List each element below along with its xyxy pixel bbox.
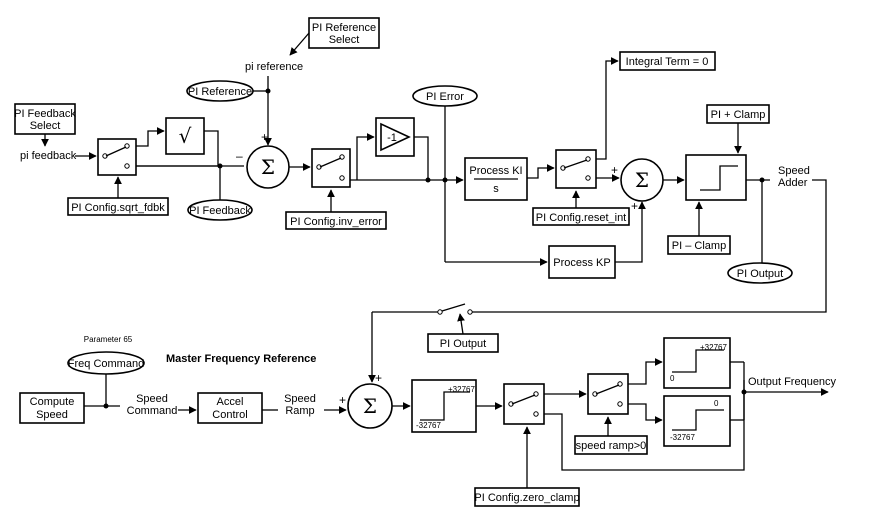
process-ki-block: Process KI s bbox=[464, 157, 528, 201]
accel-control-block: Accel Control bbox=[197, 392, 263, 424]
svg-text:PI Config.inv_error: PI Config.inv_error bbox=[290, 216, 382, 228]
integral-term-zero-box: Integral Term = 0 bbox=[619, 51, 716, 71]
svg-text:PI Output: PI Output bbox=[737, 268, 783, 280]
svg-text:Speed: Speed bbox=[36, 409, 68, 421]
svg-text:Σ: Σ bbox=[261, 155, 275, 179]
pi-reference-select-box: PI Reference Select bbox=[308, 17, 380, 49]
svg-text:Σ: Σ bbox=[363, 394, 377, 418]
inverter-block: -1 bbox=[375, 117, 415, 157]
svg-text:-1: -1 bbox=[387, 132, 397, 144]
svg-text:PI Reference: PI Reference bbox=[188, 86, 252, 98]
speed-limiter: +32767 -32767 bbox=[411, 379, 477, 433]
speed-adder-label-1: Speed bbox=[778, 165, 810, 177]
svg-text:Compute: Compute bbox=[30, 396, 75, 408]
summing-junction-speed: Σ bbox=[347, 383, 393, 429]
svg-text:–: – bbox=[236, 149, 243, 163]
svg-text:+: + bbox=[339, 393, 346, 407]
svg-text:PI Error: PI Error bbox=[426, 91, 464, 103]
output-frequency-label: Output Frequency bbox=[748, 376, 837, 388]
pi-output-box: PI Output bbox=[427, 333, 499, 353]
inv-error-switch bbox=[311, 148, 351, 188]
pi-error-oval: PI Error bbox=[412, 85, 478, 107]
summing-junction-error: Σ bbox=[246, 145, 290, 189]
positive-limiter: +32767 0 bbox=[663, 337, 731, 389]
svg-text:+32767: +32767 bbox=[448, 385, 475, 394]
svg-text:PI + Clamp: PI + Clamp bbox=[711, 109, 766, 121]
pi-feedback-select-box: PI Feedback Select bbox=[14, 103, 76, 135]
cfg-sqrt-fdbk-box: PI Config.sqrt_fdbk bbox=[67, 197, 169, 216]
svg-text:speed ramp>0: speed ramp>0 bbox=[576, 440, 647, 452]
svg-text:PI Config.reset_int: PI Config.reset_int bbox=[536, 212, 627, 224]
svg-text:PI – Clamp: PI – Clamp bbox=[672, 240, 726, 252]
zero-clamp-switch bbox=[503, 383, 545, 425]
svg-text:PI Reference: PI Reference bbox=[312, 22, 376, 34]
sqrt-select-switch bbox=[97, 138, 137, 176]
svg-text:+: + bbox=[631, 199, 638, 213]
speed-ramp-label-1: Speed bbox=[284, 393, 316, 405]
svg-text:Process KI: Process KI bbox=[469, 165, 522, 177]
cfg-reset-int-box: PI Config.reset_int bbox=[532, 207, 630, 226]
svg-text:Control: Control bbox=[212, 409, 247, 421]
speed-ramp-direction-switch bbox=[587, 373, 629, 415]
pi-feedback-oval: PI Feedback bbox=[187, 199, 253, 221]
pi-plus-clamp-box: PI + Clamp bbox=[706, 104, 770, 124]
svg-text:Accel: Accel bbox=[217, 396, 244, 408]
cfg-zero-clamp-box: PI Config.zero_clamp bbox=[474, 487, 580, 507]
reset-int-switch bbox=[555, 149, 597, 189]
svg-text:-32767: -32767 bbox=[670, 433, 695, 442]
svg-text:0: 0 bbox=[714, 399, 719, 408]
svg-text:PI Config.sqrt_fdbk: PI Config.sqrt_fdbk bbox=[71, 202, 165, 214]
pi-minus-clamp-box: PI – Clamp bbox=[667, 235, 731, 255]
speed-ramp-label-2: Ramp bbox=[285, 405, 314, 417]
svg-text:Process KP: Process KP bbox=[553, 257, 610, 269]
speed-ramp-gt0-box: speed ramp>0 bbox=[574, 435, 648, 455]
svg-text:Σ: Σ bbox=[635, 168, 649, 192]
parameter-label: Parameter 65 bbox=[84, 335, 133, 344]
svg-text:0: 0 bbox=[670, 374, 675, 383]
svg-text:+: + bbox=[611, 163, 618, 177]
svg-text:Integral Term = 0: Integral Term = 0 bbox=[626, 56, 709, 68]
svg-text:√: √ bbox=[179, 124, 192, 148]
svg-text:Freq Command: Freq Command bbox=[68, 358, 144, 370]
speed-command-label-1: Speed bbox=[136, 393, 168, 405]
freq-command-oval: Freq Command bbox=[67, 351, 145, 375]
pi-clamp-limiter bbox=[685, 154, 747, 201]
pi-reference-oval: PI Reference bbox=[186, 80, 254, 102]
pi-feedback-label: pi feedback bbox=[20, 150, 77, 162]
compute-speed-block: Compute Speed bbox=[19, 392, 85, 424]
svg-text:+32767: +32767 bbox=[700, 343, 727, 352]
summing-junction-pi: Σ bbox=[620, 158, 664, 202]
svg-text:+: + bbox=[261, 130, 268, 144]
speed-adder-label-2: Adder bbox=[778, 177, 808, 189]
cfg-inv-error-box: PI Config.inv_error bbox=[285, 211, 387, 230]
svg-text:s: s bbox=[493, 183, 499, 195]
speed-adder-switch bbox=[437, 303, 473, 315]
sqrt-block: √ bbox=[165, 117, 205, 155]
negative-limiter: 0 -32767 bbox=[663, 395, 731, 447]
svg-text:PI Feedback: PI Feedback bbox=[189, 205, 251, 217]
speed-command-label-2: Command bbox=[127, 405, 178, 417]
svg-text:-32767: -32767 bbox=[416, 421, 441, 430]
svg-text:+: + bbox=[375, 371, 382, 385]
svg-text:Select: Select bbox=[329, 34, 360, 46]
process-kp-block: Process KP bbox=[548, 245, 616, 279]
svg-text:Select: Select bbox=[30, 120, 61, 132]
svg-text:PI Output: PI Output bbox=[440, 338, 486, 350]
svg-text:PI Config.zero_clamp: PI Config.zero_clamp bbox=[474, 492, 579, 504]
master-freq-ref-title: Master Frequency Reference bbox=[166, 353, 316, 365]
pi-reference-label: pi reference bbox=[245, 61, 303, 73]
svg-text:PI Feedback: PI Feedback bbox=[14, 108, 76, 120]
pi-output-oval: PI Output bbox=[727, 262, 793, 284]
